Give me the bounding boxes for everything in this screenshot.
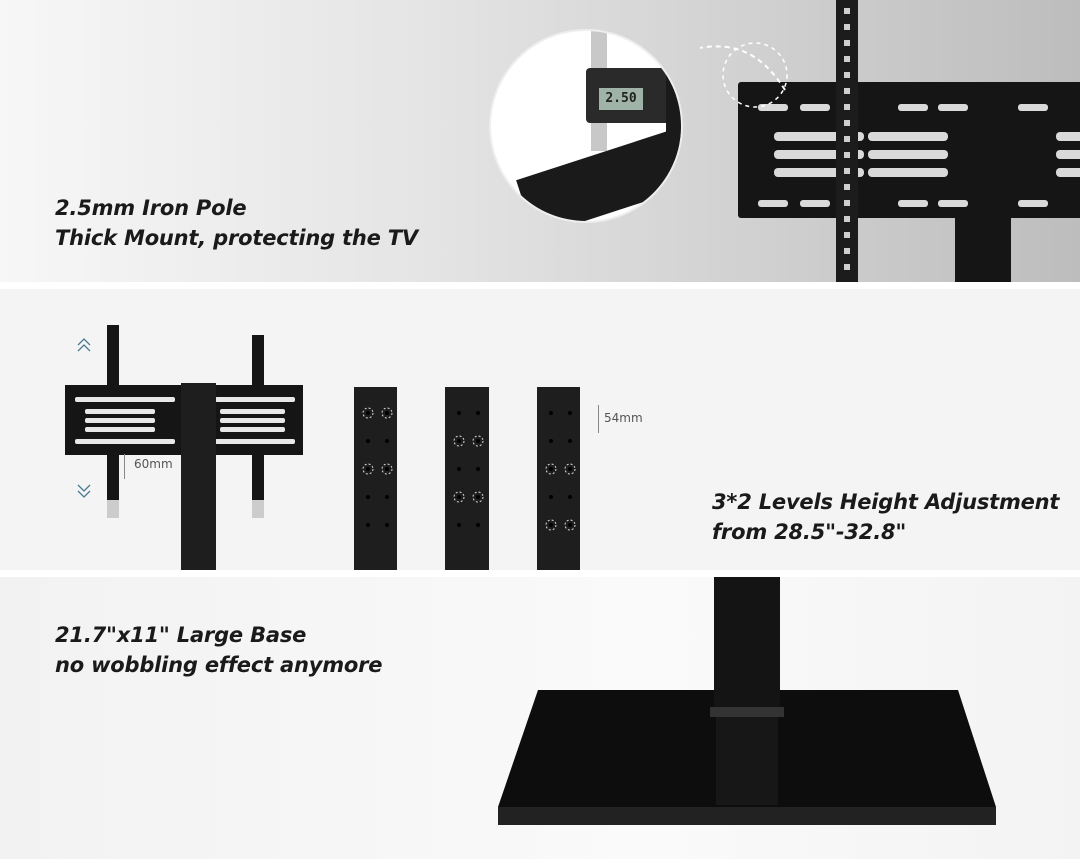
caption-line-1: 3*2 Levels Height Adjustment [712,490,1060,514]
pole-segment-3 [537,387,580,570]
glass-base-image [498,577,996,825]
caliper-display: 2.50 [599,88,643,110]
caption-line-2: Thick Mount, protecting the TV [55,226,418,250]
caption-height-adjustment: 3*2 Levels Height Adjustment from 28.5"-… [712,487,1059,547]
measure-60mm: 60mm [134,457,173,471]
pole-segment-2 [445,387,489,570]
arrow-up-icon [77,338,91,352]
measure-54mm: 54mm [604,411,643,425]
caption-iron-pole: 2.5mm Iron Pole Thick Mount, protecting … [55,193,418,253]
caption-line-1: 21.7"x11" Large Base [55,623,307,647]
caption-line-1: 2.5mm Iron Pole [55,196,247,220]
caption-line-2: from 28.5"-32.8" [712,520,907,544]
panel-iron-pole: 2.5mm Iron Pole Thick Mount, protecting … [0,0,1080,282]
caliper-closeup-circle: 2.50 [489,29,683,223]
caption-line-2: no wobbling effect anymore [55,653,383,677]
caption-large-base: 21.7"x11" Large Base no wobbling effect … [55,620,383,680]
panel-height-adjustment: 60mm 54mm 3*2 Levels Height Adjustment f… [0,289,1080,570]
dashed-arrow-icon [700,42,788,108]
panel-large-base: 21.7"x11" Large Base no wobbling effect … [0,577,1080,859]
arrow-down-icon [77,484,91,498]
